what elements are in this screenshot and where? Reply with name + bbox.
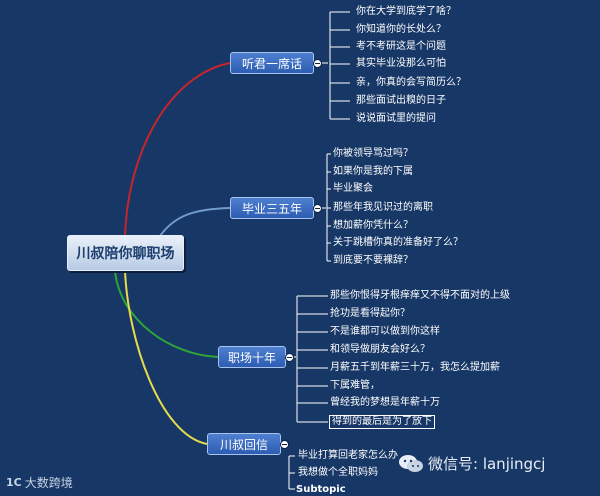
collapse-toggle-icon[interactable] bbox=[313, 59, 322, 68]
wechat-icon bbox=[399, 454, 423, 472]
watermark-right-text: 微信号: lanjingcj bbox=[428, 455, 546, 473]
subtopic-1-6[interactable]: 那些面试出糗的日子 bbox=[356, 95, 446, 106]
subtopic-3-8-selected[interactable]: 得到的最后是为了放下 bbox=[329, 415, 435, 429]
subtopic-placeholder[interactable]: Subtopic bbox=[296, 484, 346, 495]
subtopic-1-7[interactable]: 说说面试里的提问 bbox=[356, 113, 436, 124]
subtopic-3-5[interactable]: 月薪五千到年薪三十万，我怎么提加薪 bbox=[330, 362, 500, 373]
subtopic-3-6[interactable]: 下属难管， bbox=[330, 380, 380, 391]
watermark-right: 微信号: lanjingcj bbox=[398, 453, 545, 474]
subtopic-4-1[interactable]: 毕业打算回老家怎么办 bbox=[298, 450, 398, 461]
bracket-branch-3 bbox=[290, 295, 328, 423]
branch-topic-3-label: 职场十年 bbox=[227, 350, 276, 365]
collapse-toggle-icon[interactable] bbox=[313, 204, 322, 213]
subtopic-1-5[interactable]: 亲，你真的会写简历么？ bbox=[356, 77, 466, 88]
subtopic-1-4[interactable]: 其实毕业没那么可怕 bbox=[356, 58, 446, 69]
subtopic-3-4[interactable]: 和领导做朋友会好么？ bbox=[330, 344, 430, 355]
bracket-branch-1 bbox=[320, 11, 350, 120]
subtopic-2-6[interactable]: 关于跳槽你真的准备好了么？ bbox=[333, 237, 463, 248]
subtopic-1-3[interactable]: 考不考研这是个问题 bbox=[356, 41, 446, 52]
branch-topic-1[interactable]: 听君一席话 bbox=[230, 52, 314, 74]
branch-topic-2-label: 毕业三五年 bbox=[241, 201, 302, 216]
subtopic-2-1[interactable]: 你被领导骂过吗？ bbox=[333, 148, 413, 159]
branch-topic-4-label: 川叔回信 bbox=[219, 437, 268, 452]
branch-topic-1-label: 听君一席话 bbox=[241, 56, 302, 71]
subtopic-2-2[interactable]: 如果你是我的下属 bbox=[333, 166, 413, 177]
subtopic-2-5[interactable]: 想加薪你凭什么？ bbox=[333, 220, 413, 231]
bracket-branch-2 bbox=[320, 153, 331, 262]
subtopic-3-7[interactable]: 曾经我的梦想是年薪十万 bbox=[330, 397, 440, 408]
branch-topic-4[interactable]: 川叔回信 bbox=[207, 433, 281, 455]
subtopic-2-4[interactable]: 那些年我见识过的离职 bbox=[333, 202, 433, 213]
collapse-toggle-icon[interactable] bbox=[285, 353, 294, 362]
connector-branch-1 bbox=[124, 62, 231, 237]
subtopic-2-7[interactable]: 到底要不要裸辞？ bbox=[333, 255, 413, 266]
collapse-toggle-icon[interactable] bbox=[280, 440, 289, 449]
central-topic[interactable]: 川叔陪你聊职场 bbox=[67, 235, 184, 271]
subtopic-4-2[interactable]: 我想做个全职妈妈 bbox=[298, 467, 378, 478]
central-topic-label: 川叔陪你聊职场 bbox=[76, 246, 175, 262]
subtopic-3-1[interactable]: 那些你恨得牙根痒痒又不得不面对的上级 bbox=[330, 290, 510, 301]
connector-branch-3 bbox=[114, 270, 219, 358]
watermark-logo-icon: 1C bbox=[6, 476, 22, 489]
branch-topic-2[interactable]: 毕业三五年 bbox=[230, 197, 314, 219]
watermark-left-text: 大数跨境 bbox=[24, 476, 73, 490]
bracket-branch-4 bbox=[283, 443, 295, 490]
subtopic-2-3[interactable]: 毕业聚会 bbox=[333, 183, 373, 194]
subtopic-1-1[interactable]: 你在大学到底学了啥？ bbox=[356, 6, 456, 17]
branch-topic-3[interactable]: 职场十年 bbox=[218, 346, 286, 368]
subtopic-3-3[interactable]: 不是谁都可以做到你这样 bbox=[330, 326, 440, 337]
subtopic-3-2[interactable]: 抢功是看得起你？ bbox=[330, 308, 410, 319]
watermark-left: 1C 大数跨境 bbox=[6, 474, 73, 491]
connector-branch-2 bbox=[159, 207, 231, 237]
connector-branch-4 bbox=[124, 270, 208, 445]
subtopic-1-2[interactable]: 你知道你的长处么？ bbox=[356, 24, 446, 35]
